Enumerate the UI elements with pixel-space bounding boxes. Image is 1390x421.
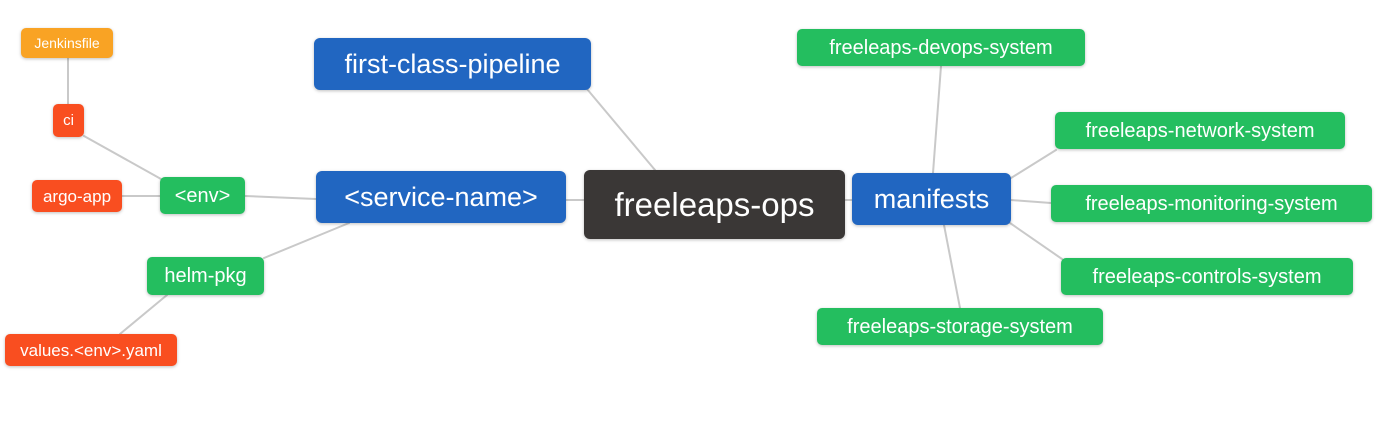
node-env[interactable]: <env>: [160, 177, 245, 214]
node-label-env: <env>: [174, 184, 231, 207]
node-argo-app[interactable]: argo-app: [32, 180, 122, 212]
node-label-freeleaps-devops-system: freeleaps-devops-system: [829, 36, 1053, 59]
node-label-values-env-yaml: values.<env>.yaml: [20, 340, 162, 360]
node-helm-pkg[interactable]: helm-pkg: [147, 257, 264, 295]
node-label-jenkinsfile: Jenkinsfile: [34, 35, 100, 51]
node-freeleaps-controls-system[interactable]: freeleaps-controls-system: [1061, 258, 1353, 295]
node-service-name[interactable]: <service-name>: [316, 171, 566, 223]
node-label-ci: ci: [63, 112, 74, 129]
edge-manifests-to-freeleaps-monitoring-system: [1010, 199, 1052, 204]
node-manifests[interactable]: manifests: [852, 173, 1011, 225]
node-label-helm-pkg: helm-pkg: [164, 265, 247, 287]
node-label-freeleaps-monitoring-system: freeleaps-monitoring-system: [1085, 192, 1338, 215]
edge-manifests-to-freeleaps-network-system: [1010, 149, 1057, 179]
node-label-freeleaps-ops: freeleaps-ops: [614, 186, 815, 223]
node-values-env-yaml[interactable]: values.<env>.yaml: [5, 334, 177, 366]
edge-env-to-service-name: [244, 195, 317, 200]
node-first-class-pipeline[interactable]: first-class-pipeline: [314, 38, 591, 90]
edge-manifests-to-freeleaps-storage-system: [943, 224, 961, 309]
node-label-first-class-pipeline: first-class-pipeline: [344, 48, 561, 79]
node-freeleaps-devops-system[interactable]: freeleaps-devops-system: [797, 29, 1085, 66]
node-jenkinsfile[interactable]: Jenkinsfile: [21, 28, 113, 58]
node-label-argo-app: argo-app: [42, 186, 112, 206]
node-label-freeleaps-controls-system: freeleaps-controls-system: [1092, 265, 1322, 288]
node-ci[interactable]: ci: [53, 104, 84, 137]
edge-freeleaps-devops-system-to-manifests: [932, 65, 942, 174]
node-label-freeleaps-storage-system: freeleaps-storage-system: [847, 315, 1073, 338]
node-freeleaps-ops[interactable]: freeleaps-ops: [584, 170, 845, 239]
edge-values-env-yaml-to-helm-pkg: [119, 294, 168, 335]
node-label-freeleaps-network-system: freeleaps-network-system: [1085, 119, 1315, 142]
edge-first-class-pipeline-to-freeleaps-ops: [586, 88, 656, 171]
edge-helm-pkg-to-service-name: [263, 222, 350, 259]
node-label-service-name: <service-name>: [344, 181, 538, 212]
node-label-manifests: manifests: [873, 183, 990, 214]
node-freeleaps-monitoring-system[interactable]: freeleaps-monitoring-system: [1051, 185, 1372, 222]
edge-ci-to-env: [83, 135, 162, 180]
edge-manifests-to-freeleaps-controls-system: [1009, 222, 1063, 260]
node-freeleaps-network-system[interactable]: freeleaps-network-system: [1055, 112, 1345, 149]
node-freeleaps-storage-system[interactable]: freeleaps-storage-system: [817, 308, 1103, 345]
